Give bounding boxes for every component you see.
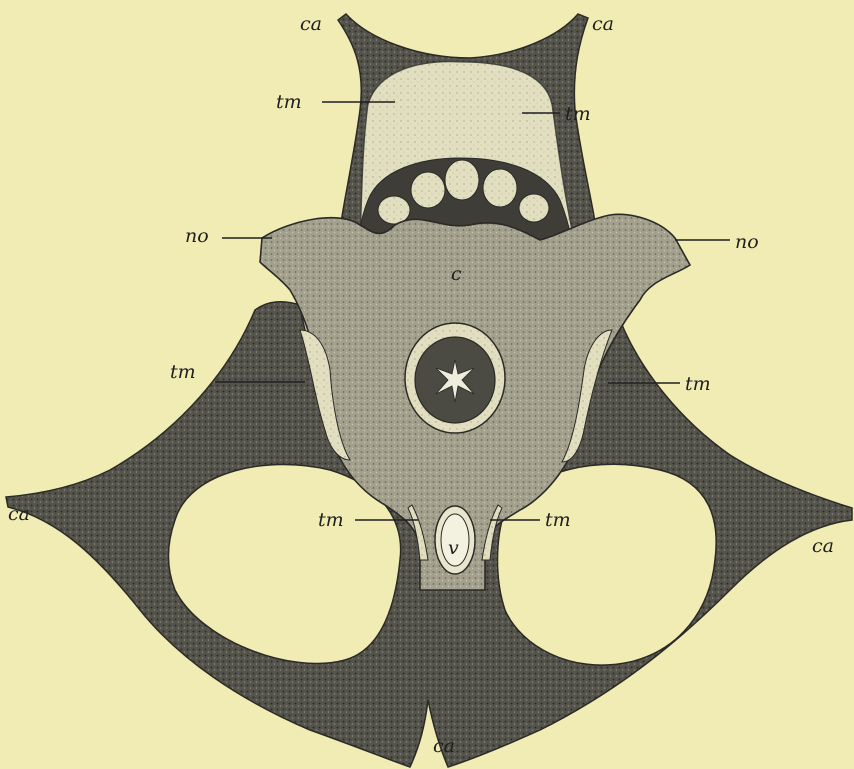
lobule (483, 169, 517, 207)
label-tm-mid-right: tm (685, 373, 711, 395)
label-ca-right: ca (812, 535, 834, 557)
label-c: c (451, 263, 462, 285)
label-ca-bottom: ca (433, 735, 455, 757)
label-ca-top-left: ca (300, 13, 322, 35)
lobule (411, 172, 445, 208)
label-tm-mid-left: tm (170, 361, 196, 383)
label-ca-left: ca (8, 503, 30, 525)
label-no-left: no (185, 225, 209, 247)
lobule (445, 160, 479, 200)
label-tm-low-left: tm (318, 509, 344, 531)
spinal-canal (405, 323, 505, 433)
label-tm-upper-left: tm (276, 91, 302, 113)
label-tm-upper-right: tm (565, 103, 591, 125)
label-tm-low-right: tm (545, 509, 571, 531)
lobule (519, 194, 549, 222)
label-v: v (448, 537, 459, 559)
lobule (378, 196, 410, 224)
label-no-right: no (735, 231, 759, 253)
label-ca-top-right: ca (592, 13, 614, 35)
